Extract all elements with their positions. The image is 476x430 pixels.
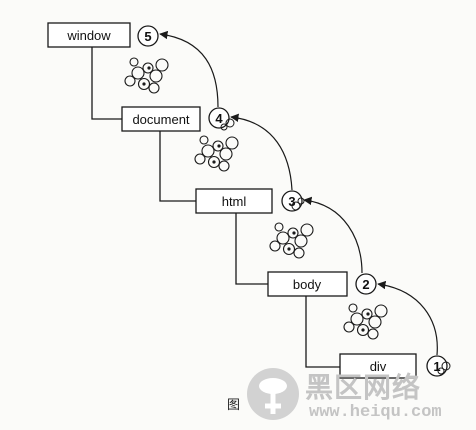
watermark: 黑区网络 www.heiqu.com	[243, 362, 476, 430]
figure-caption: 图	[227, 394, 240, 413]
step-circle-4: 4	[208, 107, 230, 129]
step-circle-2: 2	[355, 273, 377, 295]
node-label-body: body	[293, 277, 322, 292]
bug-icon	[124, 57, 169, 94]
connector-html-body	[235, 212, 268, 285]
step-circle-5: 5	[137, 25, 159, 47]
tree-connectors	[91, 47, 340, 368]
node-label-div: div	[370, 359, 387, 374]
node-box-window	[47, 22, 131, 48]
step-circle-3: 3	[281, 190, 303, 212]
step-ring-1	[426, 355, 448, 377]
node-div: div	[339, 353, 417, 379]
node-body: body	[267, 271, 348, 297]
arrow-div-to-body	[377, 280, 438, 356]
step-number-5: 5	[144, 29, 151, 44]
step-ring-3	[281, 190, 303, 212]
watermark-text: 黑区网络	[305, 371, 422, 404]
bug-icon	[220, 118, 451, 375]
watermark-url: www.heiqu.com	[309, 403, 442, 422]
bug-icon	[194, 135, 239, 172]
step-ring-4	[208, 107, 230, 129]
step-number-3: 3	[288, 194, 295, 209]
node-label-window: window	[66, 28, 111, 43]
node-box-div	[339, 353, 417, 379]
connector-body-div	[305, 296, 340, 368]
node-document: document	[121, 106, 201, 132]
step-circle-1: 1	[426, 355, 448, 377]
node-box-html	[195, 188, 273, 214]
node-window: window	[47, 22, 131, 48]
node-label-html: html	[222, 194, 247, 209]
bug-icon	[269, 222, 314, 259]
node-label-document: document	[132, 112, 189, 127]
watermark-logo-icon	[247, 368, 299, 420]
connector-window-document	[91, 47, 122, 120]
arrow-document-to-window	[159, 30, 219, 108]
step-number-4: 4	[215, 111, 223, 126]
node-html: html	[195, 188, 273, 214]
step-number-1: 1	[433, 359, 440, 374]
step-ring-5	[137, 25, 159, 47]
propagation-arrows	[159, 30, 438, 356]
figure-caption-prefix: 图	[227, 398, 241, 413]
bug-icon	[343, 303, 388, 340]
step-number-2: 2	[362, 277, 369, 292]
node-box-body	[267, 271, 348, 297]
arrow-html-to-document	[230, 113, 293, 191]
connector-document-html	[159, 130, 196, 202]
step-ring-2	[355, 273, 377, 295]
arrow-body-to-html	[303, 196, 363, 274]
node-box-document	[121, 106, 201, 132]
